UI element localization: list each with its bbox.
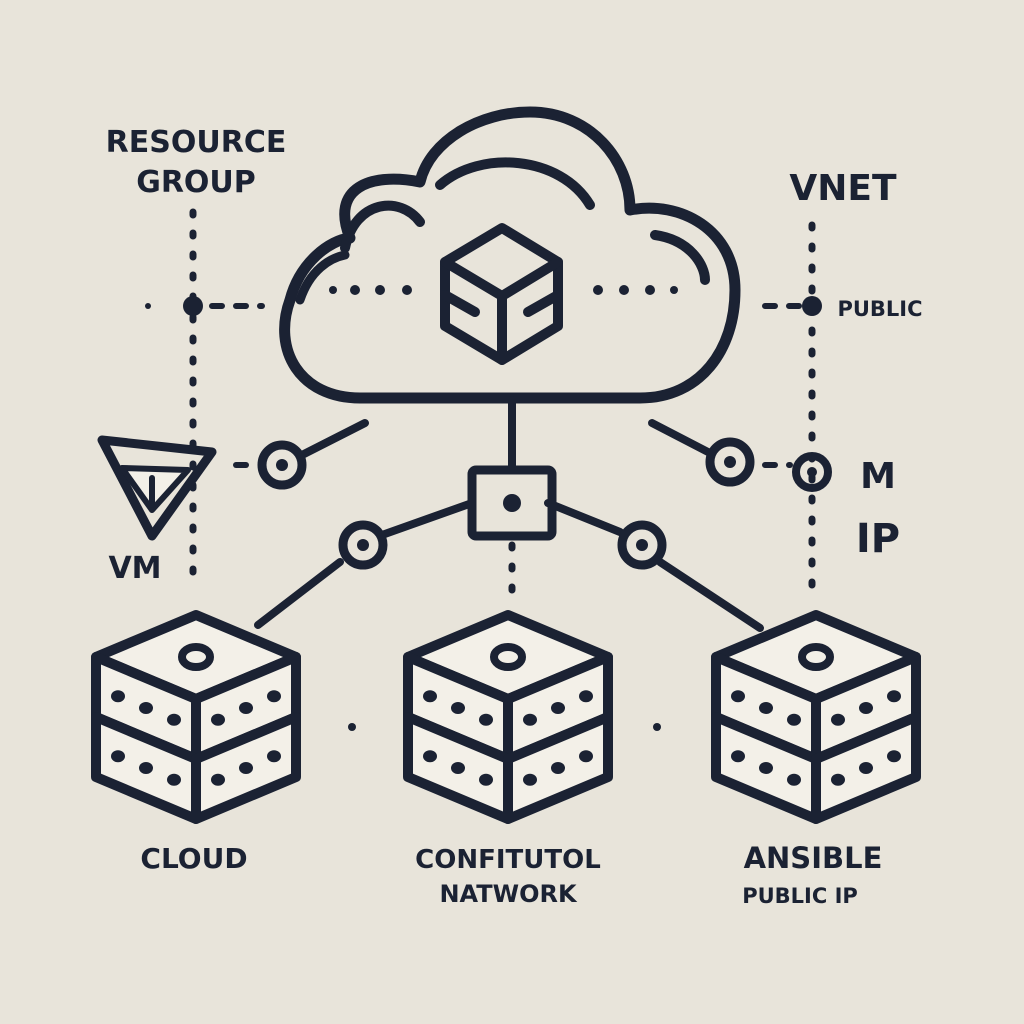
server-top-ring [490,643,526,671]
vnet-label: VNET [789,168,897,209]
labels: RESOURCE GROUP VNET PUBLIC VM M IP CLOUD… [106,125,923,908]
ring-node-icon [257,440,307,490]
ansible-label: ANSIBLE [744,841,883,875]
square-hub-icon [467,465,557,541]
public-ip-label: PUBLIC IP [742,884,858,908]
cloud-icon [279,106,741,404]
server-stack-icon [91,610,301,824]
m-label: M [860,456,896,497]
separator-dot-left [348,723,356,731]
cloud-inner-arc-right [650,230,710,285]
vm-label: VM [108,551,161,586]
cube-icon [440,223,563,365]
left-node-to-server-line [254,558,344,629]
cloud-dots [329,285,678,295]
server-stack-icon [403,610,613,824]
cloud-to-left-node-line [298,419,369,459]
cloud-to-right-node-line [648,419,712,456]
server-top-ring [178,643,214,671]
server-stack-icon [711,610,921,824]
left-junction-dot [183,296,203,316]
resource-group-label-line2: GROUP [136,165,256,200]
resource-group-label-line1: RESOURCE [106,125,287,160]
right-node-to-server-line [656,558,764,632]
ring-nodes [257,437,832,570]
cloud-label: CLOUD [140,842,247,875]
separator-dot-right [653,723,661,731]
hub-to-left-node-line [378,499,476,539]
left-stray-dot [145,303,151,309]
dotted-guides [189,208,816,604]
cloud-inner-arc-bottom-left [295,250,350,305]
dashed-stubs [209,303,803,468]
servers [91,610,921,824]
cloud-inner-arc-left [340,200,425,253]
center-label-line2: NATWORK [439,880,578,908]
public-label: PUBLIC [837,297,922,321]
ip-label: IP [856,516,900,562]
ring-node-icon [338,520,388,570]
ring-node-icon [705,437,755,487]
connections [254,396,764,632]
server-top-ring [798,643,834,671]
vm-funnel-icon [97,435,217,541]
ring-node-icon [792,452,832,492]
right-junction-dot [802,296,822,316]
cloud-inner-arc-center [435,157,595,210]
center-label-line1: CONFITUTOL [415,845,601,875]
ring-node-icon [617,520,667,570]
hub-to-right-node-line [544,499,624,536]
